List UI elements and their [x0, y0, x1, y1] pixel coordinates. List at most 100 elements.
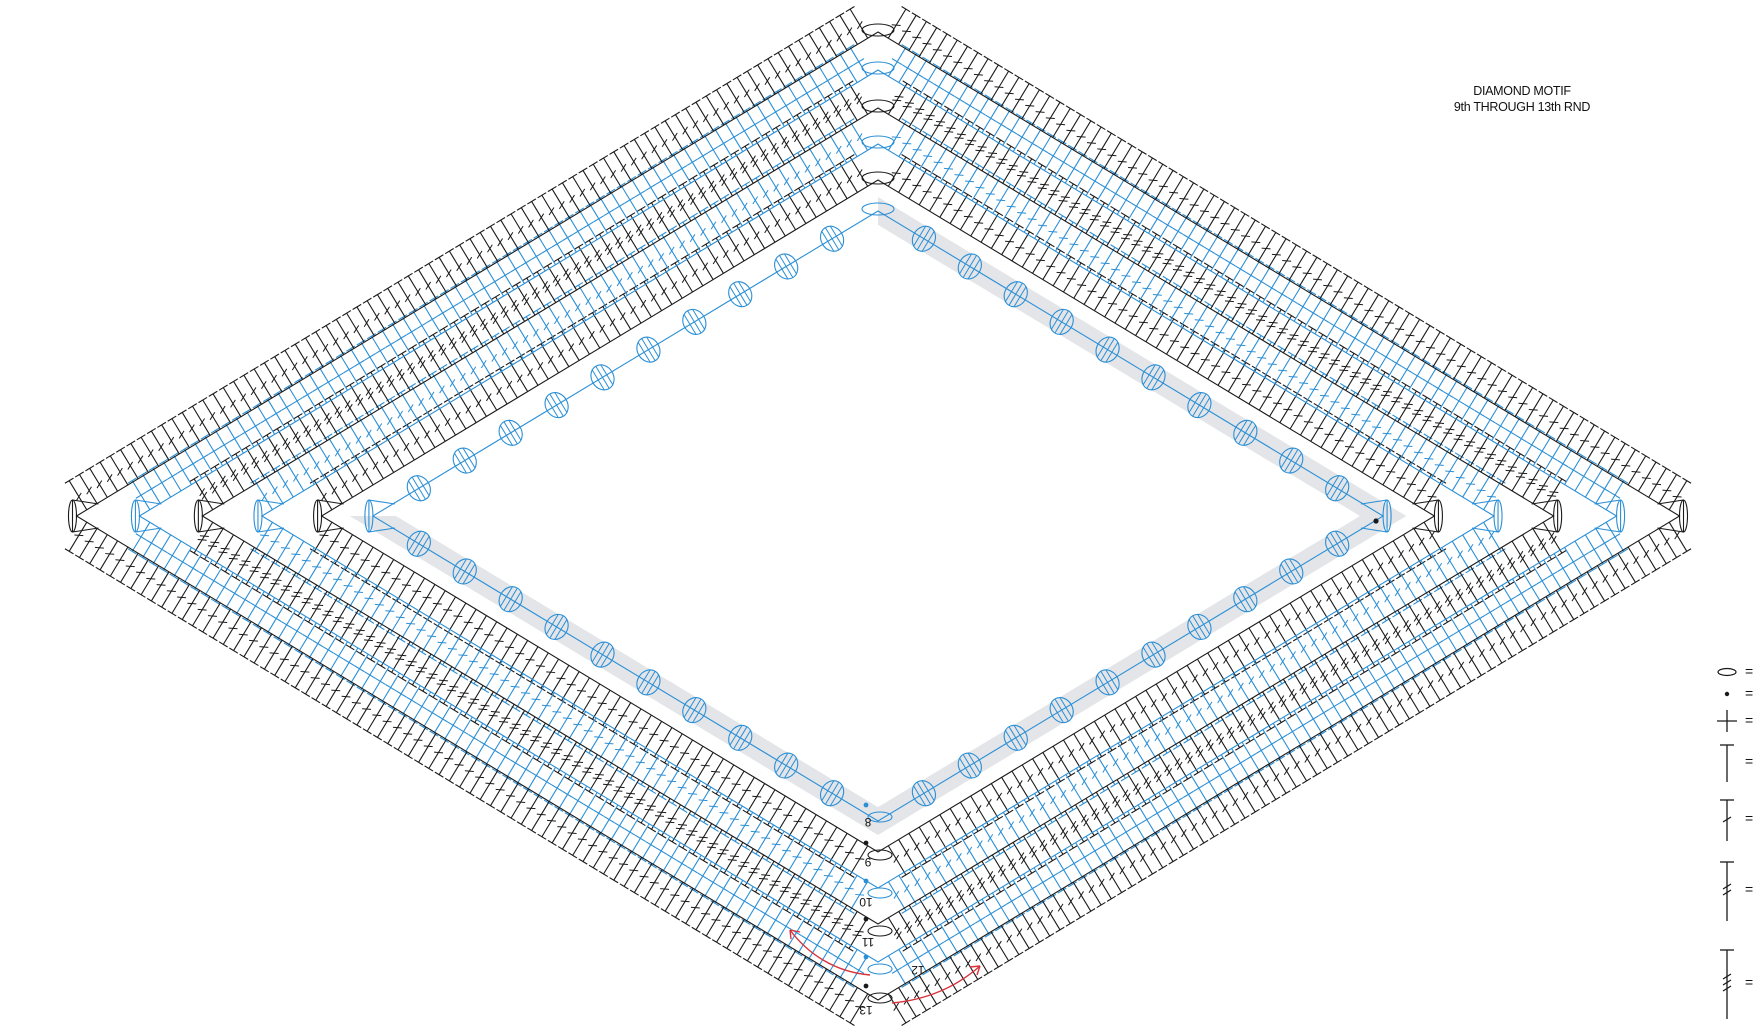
dc-stitch: [836, 988, 858, 1020]
dc-stitch: [1433, 335, 1455, 367]
dc-stitch: [1155, 168, 1177, 200]
dc-stitch: [372, 441, 394, 473]
dc-stitch: [547, 665, 569, 697]
corner-chain-loop: [862, 62, 894, 74]
dc-stitch: [1473, 472, 1495, 504]
dc-stitch: [127, 441, 149, 473]
dc-stitch: [1136, 696, 1158, 728]
dc-stitch: [1108, 749, 1130, 781]
dc-stitch: [168, 416, 190, 448]
dc-stitch: [383, 286, 405, 318]
dc-stitch: [188, 597, 210, 629]
dc-stitch: [1525, 609, 1547, 641]
dc-stitch: [1340, 280, 1362, 312]
dc-stitch: [454, 609, 476, 641]
dc-stitch: [595, 270, 617, 302]
dc-stitch: [353, 304, 375, 336]
dc-stitch: [741, 819, 763, 851]
dc-stitch: [982, 175, 1004, 207]
dc-stitch: [1587, 428, 1609, 460]
corner-chain-loop: [862, 24, 894, 36]
dc-stitch: [1400, 428, 1422, 460]
dc-stitch: [486, 777, 508, 809]
dc-stitch: [1238, 217, 1260, 249]
dc-stitch: [1280, 391, 1302, 423]
dc-stitch: [981, 938, 1003, 970]
dc-stitch: [219, 615, 241, 647]
dc-stitch: [774, 198, 796, 230]
dc-stitch: [240, 628, 262, 660]
dc-stitch: [365, 409, 387, 441]
dc-stitch: [1167, 323, 1189, 355]
dc-stitch: [1087, 762, 1109, 794]
dc-stitch: [1118, 743, 1140, 775]
dc-stitch: [353, 696, 375, 728]
dc-stitch: [345, 579, 367, 611]
dc-stitch: [282, 541, 304, 573]
dc-stitch: [526, 653, 548, 685]
dc-stitch: [1597, 566, 1619, 598]
dc-stitch: [1369, 592, 1391, 624]
dc-stitch: [930, 821, 952, 853]
corner-chain-loop: [862, 172, 894, 184]
dc-stitch: [476, 770, 498, 802]
dc-stitch: [438, 365, 460, 397]
dc-stitch: [1649, 535, 1671, 567]
dc-stitch: [1076, 768, 1098, 800]
dc-stitch: [909, 869, 931, 901]
dc-stitch: [1002, 777, 1024, 809]
dc-stitch: [1063, 740, 1085, 772]
dc-stitch: [658, 768, 680, 800]
dc-stitch: [815, 975, 837, 1007]
dc-stitch: [1348, 604, 1370, 636]
dc-stitch: [1197, 193, 1219, 225]
dc-stitch: [825, 833, 847, 865]
slip-stitch-marker: [864, 841, 869, 846]
dc-stitch: [434, 403, 456, 435]
dc-stitch: [1114, 143, 1136, 175]
dc-stitch: [1289, 249, 1311, 281]
dc-stitch: [1146, 690, 1168, 722]
legend-equals: =: [1745, 663, 1753, 679]
dc-stitch: [1118, 257, 1140, 289]
dc-stitch: [1003, 812, 1025, 844]
round-start-chain: [868, 993, 892, 1003]
dc-stitch: [1033, 242, 1055, 274]
dc-stitch: [1254, 339, 1276, 371]
dc-stitch: [1254, 661, 1276, 693]
dc-stitch: [940, 186, 962, 218]
dc-stitch: [512, 680, 534, 712]
dc-stitch: [712, 913, 734, 945]
dc-stitch: [501, 327, 523, 359]
dc-stitch: [137, 435, 159, 467]
dc-stitch: [647, 238, 669, 270]
dc-stitch: [1042, 100, 1064, 132]
dc-stitch: [386, 396, 408, 428]
dc-stitch: [991, 217, 1013, 249]
dc-stitch: [1074, 267, 1096, 299]
dc-stitch: [574, 283, 596, 315]
round-number-label: 8: [864, 815, 871, 829]
dc-stitch: [609, 298, 631, 330]
dc-stitch: [1145, 162, 1167, 194]
round-start-chain: [868, 964, 892, 974]
dc-stitch: [1243, 667, 1265, 699]
dc-stitch: [1217, 795, 1239, 827]
dc-stitch: [743, 69, 765, 101]
dc-stitch: [1045, 213, 1067, 245]
dc-stitch: [1390, 421, 1412, 453]
dc-stitch: [899, 840, 921, 872]
dc-stitch: [919, 827, 941, 859]
dc-stitch: [1362, 560, 1384, 592]
dc-stitch: [1012, 771, 1034, 803]
dc-stitch: [805, 969, 827, 1001]
dc-stitch: [362, 553, 384, 585]
dc-stitch: [1618, 447, 1640, 479]
dc-stitch: [1289, 752, 1311, 784]
slip-stitch-marker: [864, 917, 869, 922]
dc-stitch: [466, 236, 488, 268]
dc-stitch: [1170, 289, 1192, 321]
dc-stitch: [661, 118, 683, 150]
dc-stitch: [1474, 640, 1496, 672]
dc-stitch: [1327, 617, 1349, 649]
